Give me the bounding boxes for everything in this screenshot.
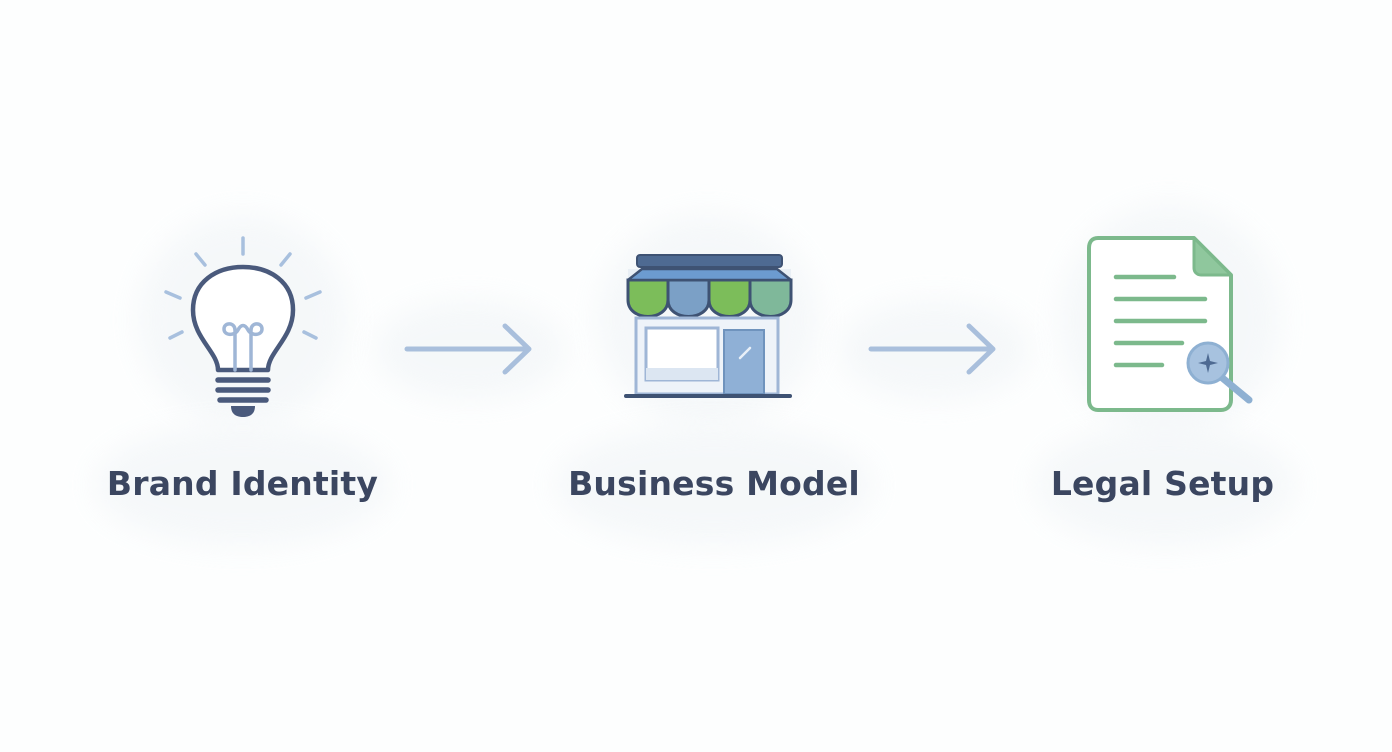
step-label-business-model: Business Model bbox=[568, 464, 860, 503]
step-3-label-halo bbox=[1035, 425, 1295, 545]
document-search-icon bbox=[1087, 236, 1253, 412]
step-label-legal-setup: Legal Setup bbox=[1050, 464, 1275, 503]
lightbulb-icon bbox=[164, 236, 322, 417]
step-2-label-halo bbox=[555, 425, 873, 545]
step-label-brand-identity: Brand Identity bbox=[106, 464, 379, 503]
step-1-label-halo bbox=[95, 425, 390, 545]
arrow-right-icon bbox=[868, 323, 996, 375]
storefront-icon bbox=[624, 254, 793, 398]
arrow-right-icon bbox=[404, 323, 532, 375]
